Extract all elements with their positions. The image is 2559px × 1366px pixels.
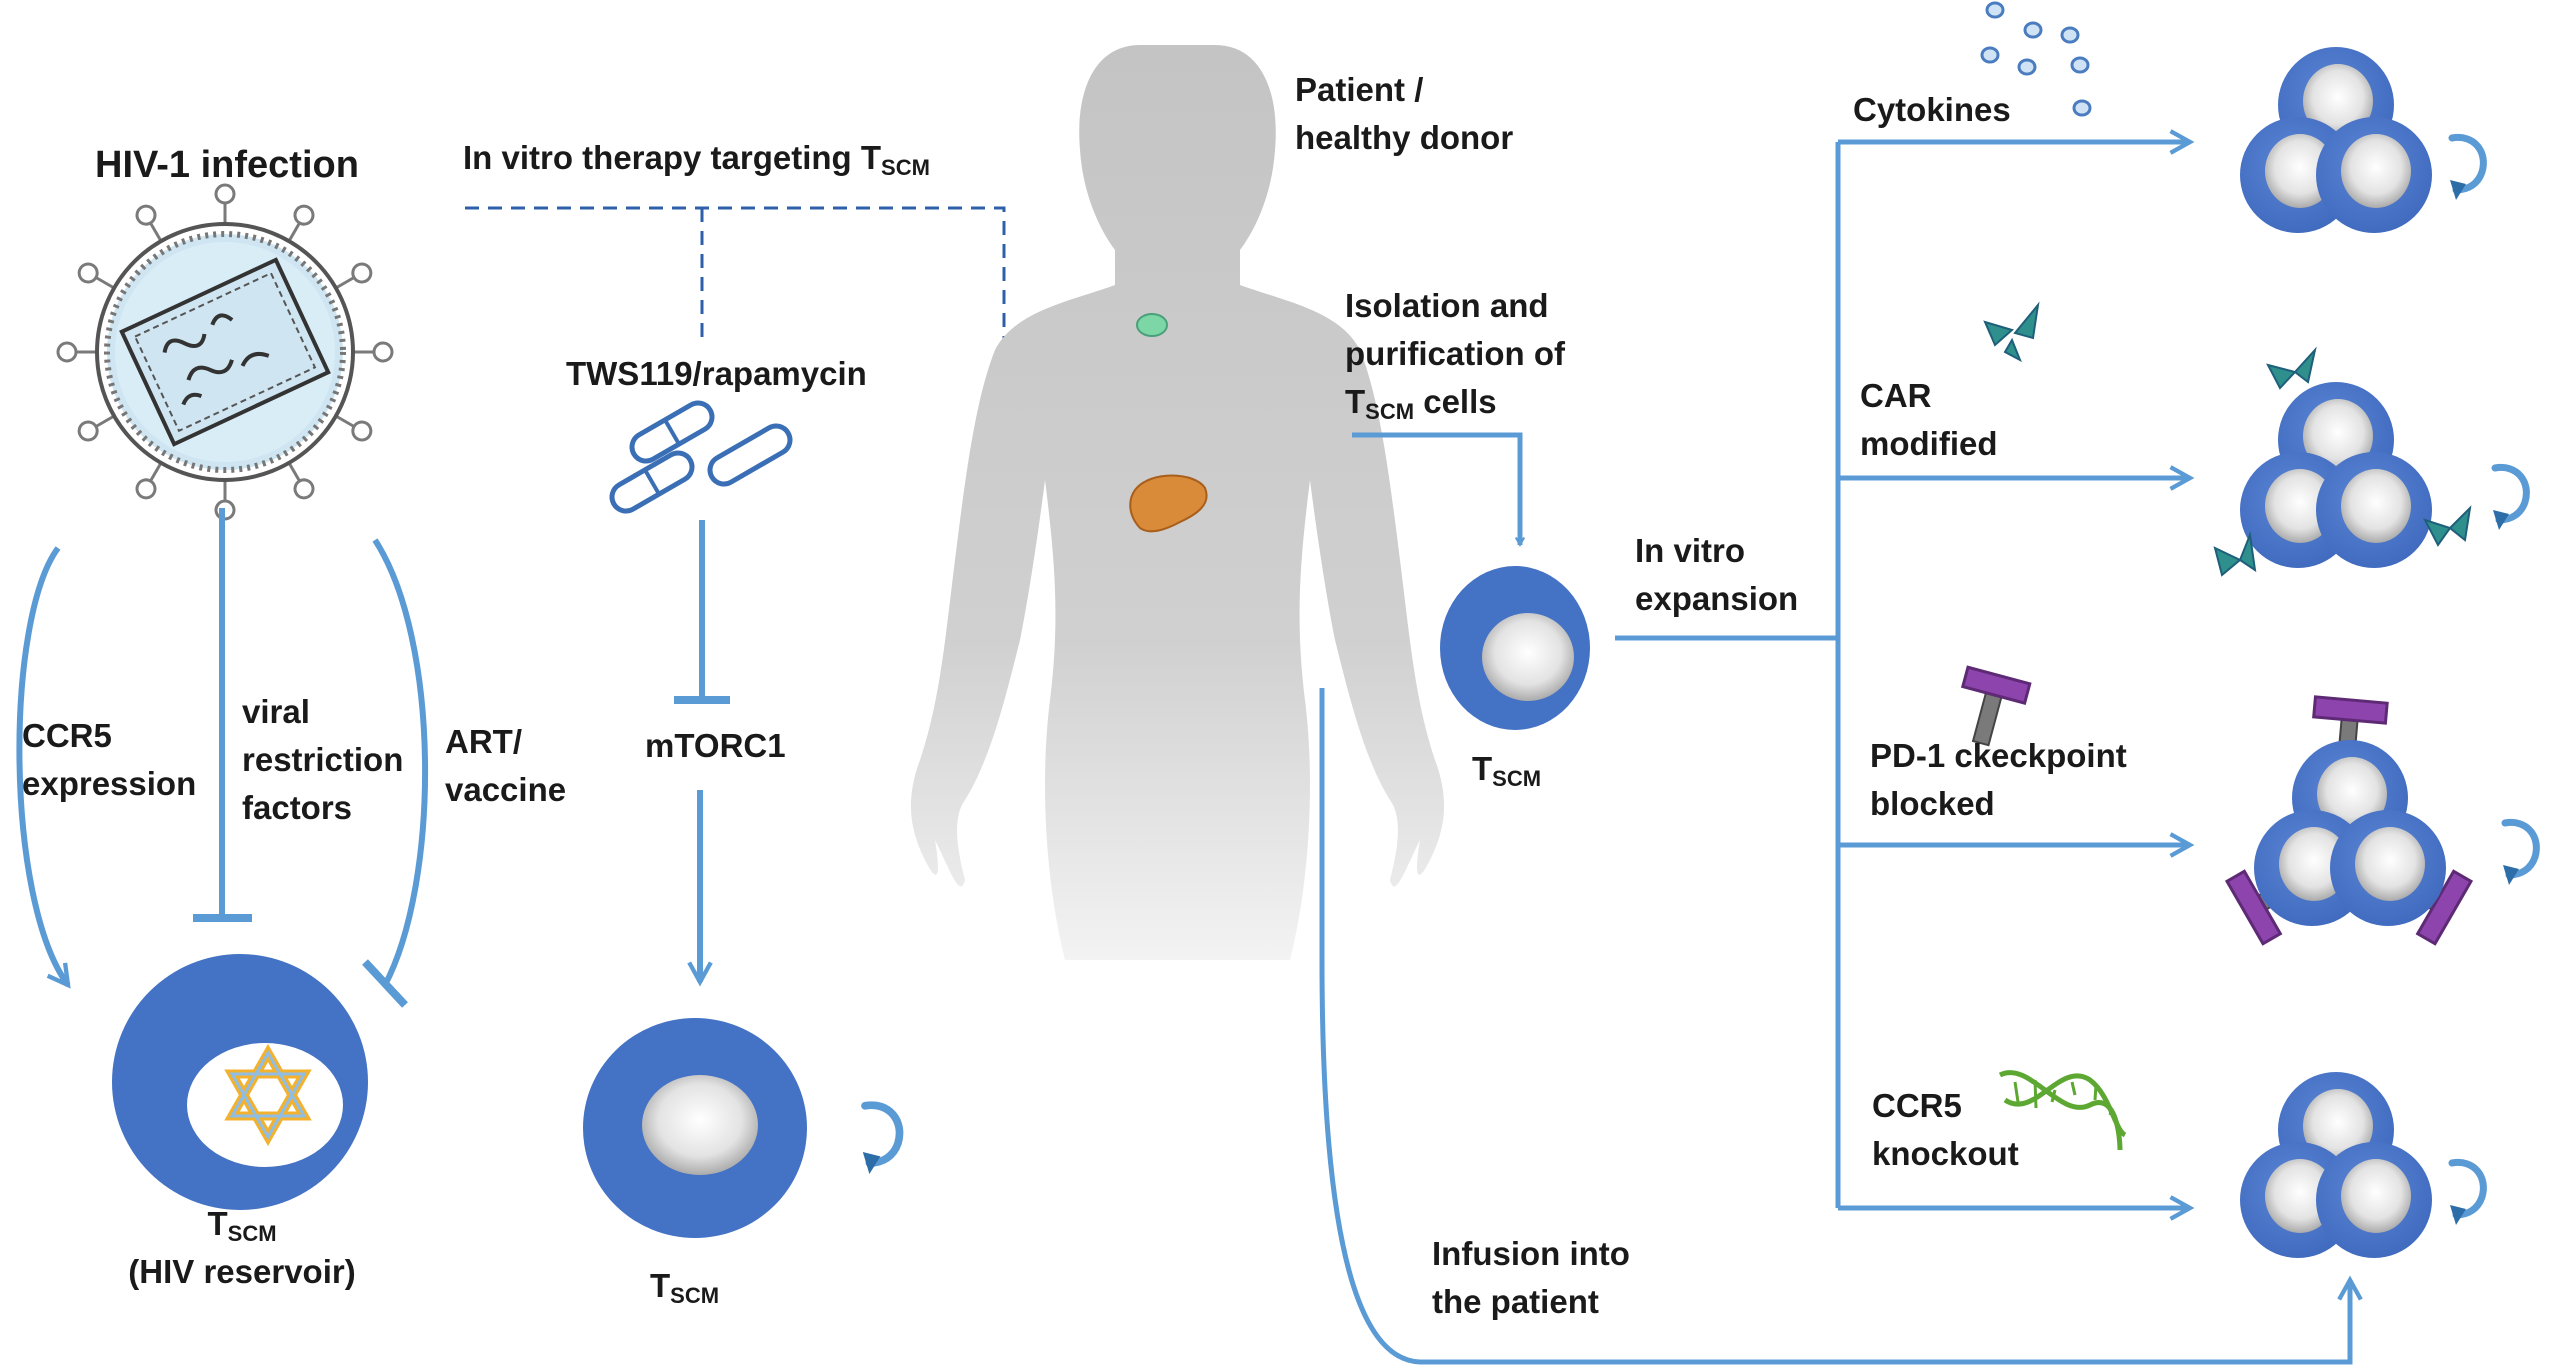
self-renewal-arrow-icon (2450, 1162, 2483, 1225)
cytokine-dots-icon (1980, 1, 2092, 117)
self-renewal-arrow-icon (2503, 822, 2536, 885)
tws119-label: TWS119/rapamycin (566, 355, 867, 392)
in-vitro-expansion-label: In vitro expansion (1635, 532, 1799, 617)
pill-icon (609, 400, 793, 514)
tscm-isolated-label: TSCM (1472, 750, 1542, 791)
in-vitro-therapy-label: In vitro therapy targeting TSCM (463, 139, 930, 180)
self-renewal-arrow-icon (863, 1105, 900, 1174)
tscm-isolated-cell (1440, 566, 1590, 730)
viral-restriction-label: viral restriction factors (242, 693, 404, 826)
expanded-cells-cytokines (2240, 47, 2432, 233)
expanded-cells-pd1 (2224, 695, 2474, 946)
mtorc1-inhibit (674, 520, 730, 704)
expanded-cells-car (2213, 346, 2472, 577)
ccr5-knockout-label: CCR5 knockout (1872, 1087, 2019, 1172)
car-receptor-icon (1983, 301, 2040, 363)
expansion-branch-lines (1615, 142, 1841, 1208)
tscm-mid-label: TSCM (650, 1267, 720, 1308)
pd1-blocked-label: PD-1 ckeckpoint blocked (1870, 737, 2127, 822)
hiv-virion-icon (56, 183, 394, 521)
cytokines-label: Cytokines (1853, 91, 2011, 128)
self-renewal-arrow-icon (2450, 137, 2483, 200)
hiv-infection-label: HIV-1 infection (95, 144, 359, 186)
car-modified-label: CAR modified (1860, 377, 1998, 462)
self-renewal-arrow-icon (2493, 467, 2526, 530)
mtorc1-label: mTORC1 (645, 727, 786, 764)
tscm-reservoir-label: TSCM (HIV reservoir) (128, 1205, 356, 1290)
ccr5-expression-arrow (16, 546, 68, 985)
isolation-arrow (1352, 432, 1520, 545)
isolation-label: Isolation and purification of TSCM cells (1345, 287, 1565, 424)
star-of-david-icon (224, 1043, 312, 1147)
liver-icon (1129, 474, 1208, 533)
dashed-connector (465, 206, 1135, 340)
organ-green-icon (1136, 313, 1168, 337)
pd1-antibody-icon (1960, 665, 2032, 747)
expanded-cells-ccr5-knockout (2240, 1072, 2432, 1258)
tscm-mid-cell (583, 1018, 807, 1238)
infusion-label: Infusion into the patient (1432, 1235, 1630, 1320)
infusion-arrow (1319, 688, 2350, 1365)
ccr5-expression-label: CCR5 expression (22, 717, 197, 802)
tscm-reservoir-cell (112, 954, 368, 1210)
art-vaccine-inhibit (362, 538, 428, 1008)
viral-restriction-inhibit (193, 508, 252, 922)
art-vaccine-label: ART/ vaccine (445, 723, 567, 808)
patient-label: Patient / healthy donor (1295, 71, 1514, 156)
dna-helix-icon (1998, 1070, 2127, 1151)
